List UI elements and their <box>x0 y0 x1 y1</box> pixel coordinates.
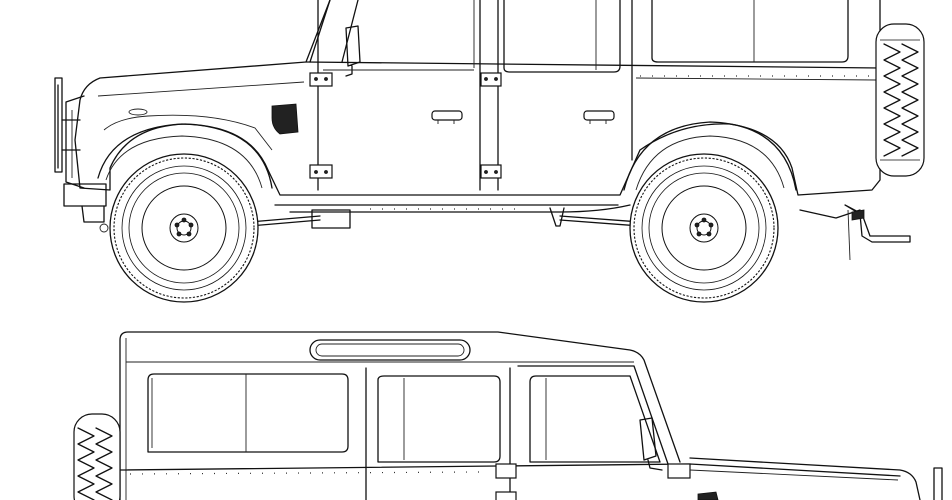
rear-door-window <box>377 375 501 463</box>
rear-wheel-arch <box>623 121 797 191</box>
rear-door <box>497 0 633 191</box>
door-hinges <box>309 72 502 179</box>
rear-side-window <box>651 0 849 63</box>
belt-line <box>305 61 881 69</box>
side-view-left <box>73 331 943 500</box>
sill <box>274 204 631 213</box>
front-door-window <box>529 375 661 463</box>
side-mirror-lower <box>639 417 663 471</box>
bull-bar <box>54 77 63 173</box>
bonnet <box>689 457 921 500</box>
roof-outline <box>119 331 681 500</box>
front-door <box>317 0 481 191</box>
spare-wheel <box>875 23 925 177</box>
side-view-right <box>54 0 925 303</box>
door-handles <box>431 110 615 124</box>
alpine-window <box>309 339 471 361</box>
bull-bar-lower <box>933 467 943 500</box>
side-vent <box>271 103 299 135</box>
front-bumper <box>63 183 107 207</box>
front-wheel <box>109 153 259 303</box>
front-wheel-arch <box>97 123 273 189</box>
rear-wheel <box>629 153 779 303</box>
rear-side-windows <box>147 373 349 453</box>
side-mirror <box>345 25 361 77</box>
spare-wheel-lower <box>73 413 121 500</box>
